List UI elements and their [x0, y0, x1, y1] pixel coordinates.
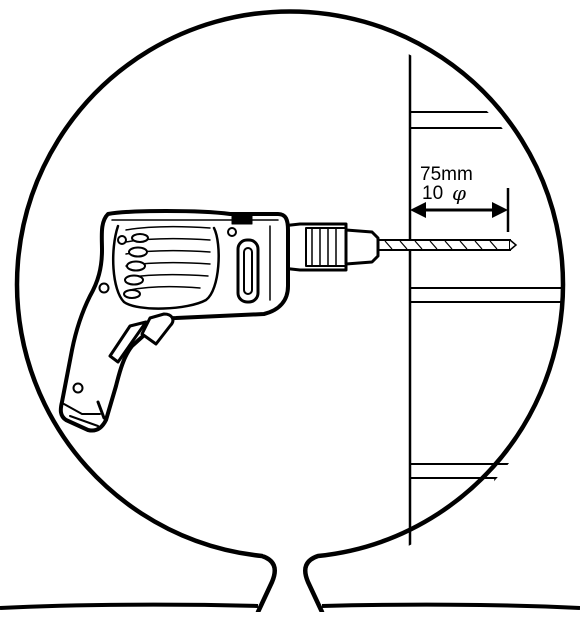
- depth-label: 75mm: [420, 164, 473, 185]
- drill-icon: [58, 209, 380, 433]
- drill-bit-icon: [369, 239, 518, 251]
- diameter-symbol-label: φ: [452, 181, 466, 205]
- dimension-arrow-icon: [410, 188, 510, 232]
- magnifier-outline: [14, 9, 566, 615]
- wall-icon: [408, 27, 563, 573]
- diameter-number-label: 10: [422, 183, 443, 204]
